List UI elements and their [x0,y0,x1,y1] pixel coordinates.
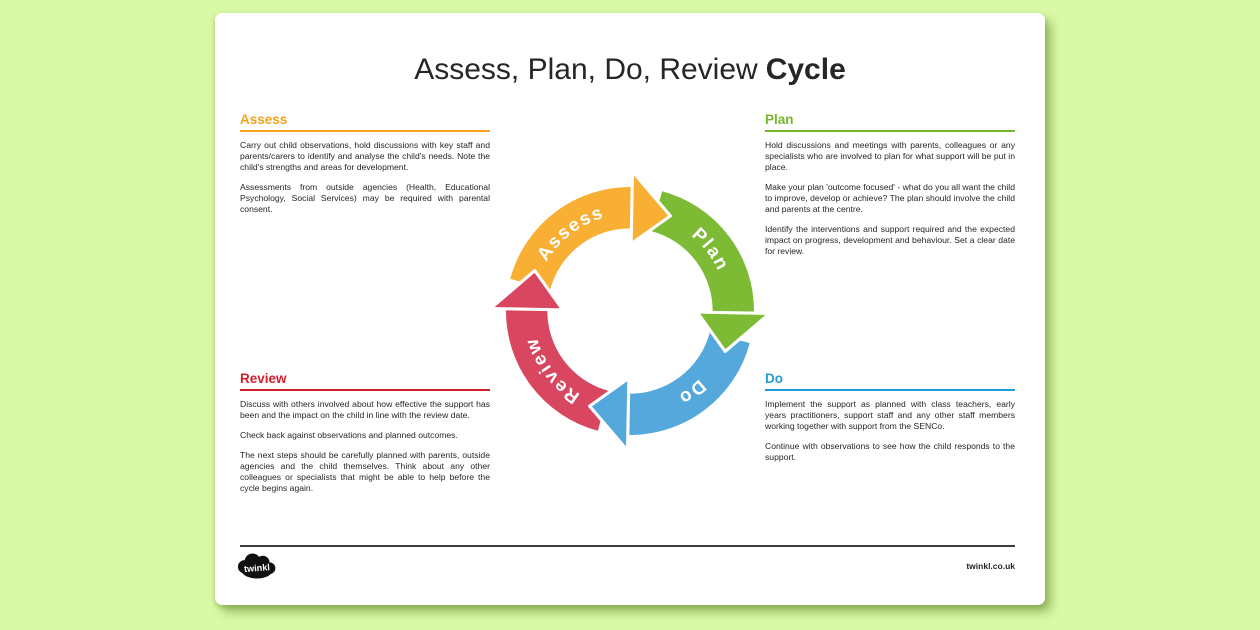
review-arc [506,308,610,431]
review-section: Review Discuss with others involved abou… [240,371,490,503]
assess-paragraph: Assessments from outside agencies (Healt… [240,182,490,214]
plan-paragraph: Make your plan 'outcome focused' - what … [765,182,1015,214]
assess-arrowhead-icon [629,169,672,246]
do-heading: Do [765,371,1015,391]
website-url: twinkl.co.uk [966,561,1015,571]
title-bold: Cycle [765,53,846,86]
do-section: Do Implement the support as planned with… [765,371,1015,472]
review-paragraph: Discuss with others involved about how e… [240,399,490,420]
review-heading: Review [240,371,490,391]
twinkl-cloud-icon: twinkl [237,553,276,579]
assess-paragraph: Carry out child observations, hold discu… [240,140,490,172]
footer-divider [240,545,1015,547]
review-paragraph: Check back against observations and plan… [240,430,458,440]
plan-paragraph: Identify the interventions and support r… [765,224,1015,256]
review-arrowhead-icon [488,269,565,312]
assess-arc [510,187,633,291]
plan-arc [650,191,754,314]
title-regular: Assess, Plan, Do, Review [414,53,758,86]
twinkl-logo-text: twinkl [244,562,271,574]
assess-heading: Assess [240,112,490,132]
cycle-svg: Assess Plan Do Review [488,169,772,453]
plan-arrowhead-icon [695,310,772,353]
do-paragraph: Implement the support as planned with cl… [765,399,1015,431]
assess-section: Assess Carry out child observations, hol… [240,112,490,224]
cycle-diagram: Assess Plan Do Review [475,156,785,466]
plan-section: Plan Hold discussions and meetings with … [765,112,1015,266]
twinkl-logo: twinkl [235,551,279,581]
do-arrowhead-icon [588,376,631,453]
do-paragraph: Continue with observations to see how th… [765,441,1015,462]
review-paragraph: The next steps should be carefully plann… [240,450,490,493]
plan-paragraph: Hold discussions and meetings with paren… [765,140,1015,172]
do-arc [627,331,750,435]
plan-heading: Plan [765,112,1015,132]
